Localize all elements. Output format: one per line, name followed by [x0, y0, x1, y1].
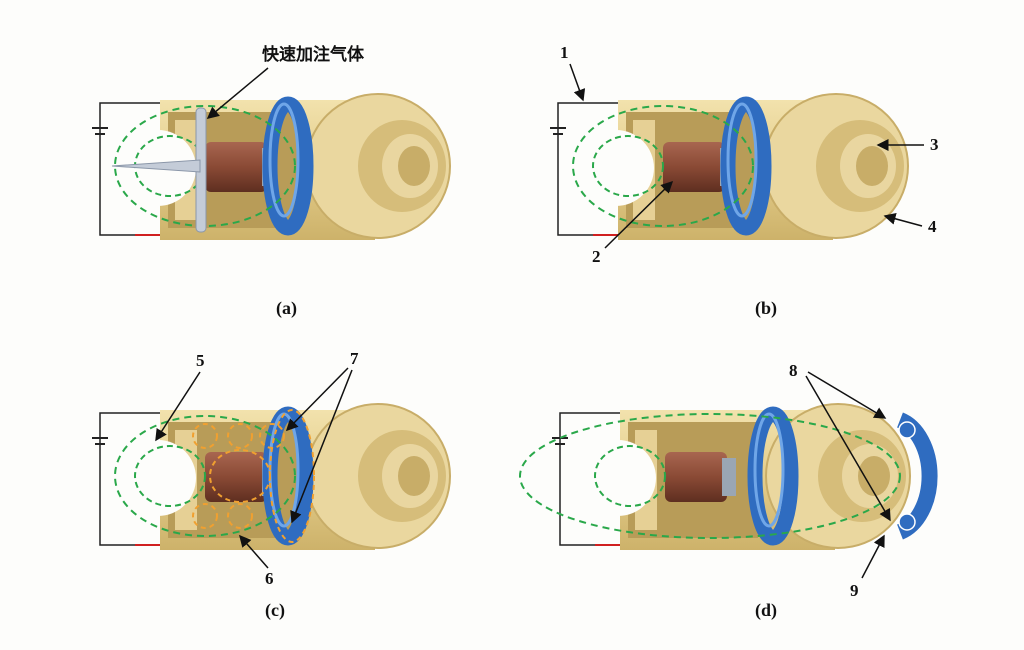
- caption-a: (a): [276, 298, 297, 319]
- label-gas-injection: 快速加注气体: [262, 44, 365, 65]
- label-9: 9: [850, 581, 859, 600]
- label-5: 5: [196, 351, 205, 370]
- panel-c: 5 6 7 (c): [91, 349, 451, 621]
- panel-d: 8 9 (d): [519, 361, 938, 621]
- panel-b: 1 2 3 4 (b): [549, 43, 939, 319]
- label-3: 3: [930, 135, 939, 154]
- label-2: 2: [592, 247, 601, 266]
- caption-b: (b): [755, 298, 777, 319]
- eddy-currents: [192, 409, 315, 543]
- label-1: 1: [560, 43, 569, 62]
- caption-d: (d): [755, 600, 777, 621]
- label-7: 7: [350, 349, 359, 368]
- panel-a: 快速加注气体 (a): [91, 44, 451, 319]
- caption-c: (c): [265, 600, 285, 621]
- label-6: 6: [265, 569, 274, 588]
- label-4: 4: [928, 217, 937, 236]
- label-8: 8: [789, 361, 798, 380]
